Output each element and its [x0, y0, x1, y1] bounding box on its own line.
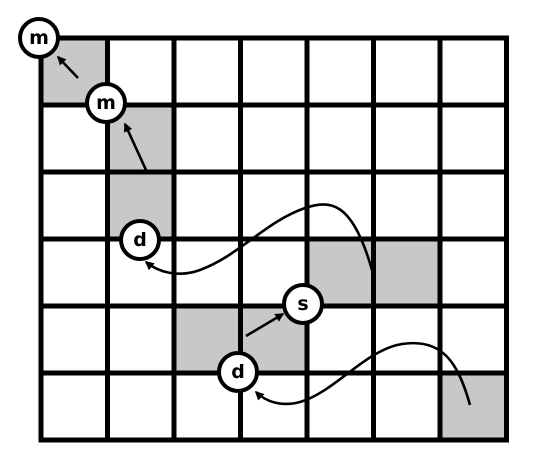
node-circle	[85, 82, 127, 124]
node-label: d	[133, 229, 147, 251]
node-label: d	[231, 361, 245, 383]
node-circle	[282, 283, 324, 325]
node-circle	[119, 219, 161, 261]
curved-arrow-to-d1	[144, 203, 374, 275]
shaded-cell-4	[373, 239, 440, 306]
shaded-cell-7	[440, 373, 507, 440]
node-d2: d	[217, 351, 259, 393]
node-m2: m	[85, 82, 127, 124]
arrows	[56, 55, 472, 406]
node-circle	[217, 351, 259, 393]
curved-arrow-to-d2	[254, 341, 472, 406]
node-label: s	[297, 293, 308, 315]
nodes: m m d s d	[18, 17, 324, 393]
arrow-to-s	[245, 312, 285, 338]
node-s: s	[282, 283, 324, 325]
node-m1: m	[18, 17, 60, 59]
node-label: m	[29, 27, 49, 49]
grid-lines	[38, 35, 509, 443]
node-label: m	[96, 92, 116, 114]
arrow-to-m2	[123, 122, 148, 171]
node-d1: d	[119, 219, 161, 261]
arrow-m2-to-m1	[56, 55, 79, 79]
node-circle	[18, 17, 60, 59]
